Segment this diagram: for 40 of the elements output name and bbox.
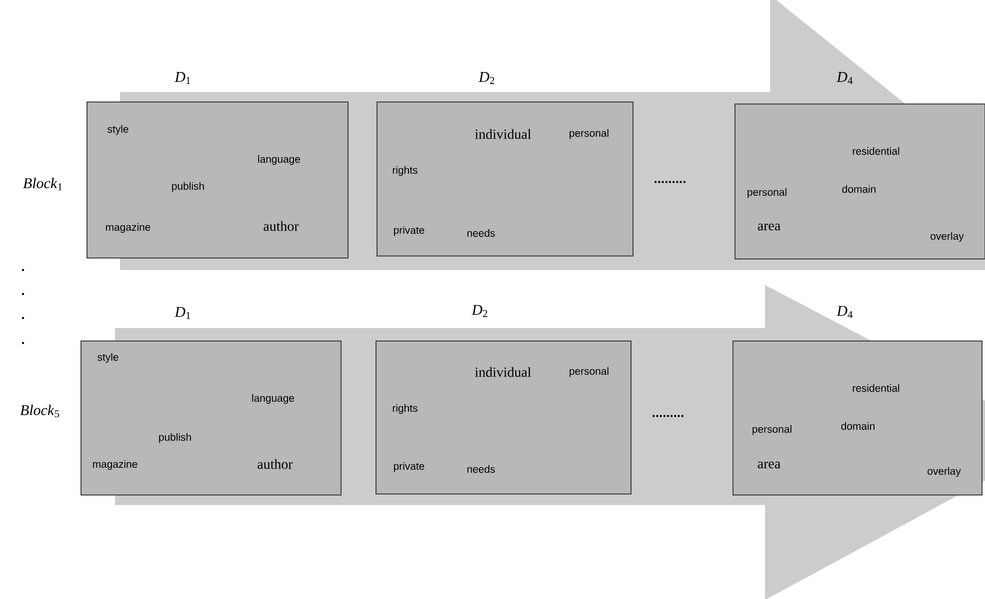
keyword: needs: [467, 465, 495, 473]
keyword: private: [394, 462, 424, 472]
keyword: individual: [475, 129, 532, 139]
keyword: publish: [172, 182, 204, 192]
keyword: needs: [467, 229, 495, 237]
keyword: style: [108, 125, 128, 135]
keyword: personal: [748, 188, 786, 198]
keyword: rights: [392, 404, 418, 414]
keyword: domain: [841, 422, 874, 430]
keyword: private: [394, 226, 424, 236]
keyword: magazine: [93, 460, 138, 470]
keyword: personal: [570, 367, 608, 377]
keyword: publish: [159, 433, 191, 443]
column-heading: D$_{1}$: [174, 307, 190, 319]
keyword: area: [758, 224, 780, 230]
row-label: Block$_{1}$: [23, 178, 62, 190]
keyword: personal: [752, 425, 792, 435]
column-heading: D$_{2}$: [478, 72, 494, 84]
keyword: language: [258, 155, 300, 165]
keyword: language: [252, 394, 294, 404]
keyword: domain: [842, 185, 876, 193]
column-heading: D$_{2}$: [472, 305, 488, 317]
column-heading: D$_{4}$: [836, 306, 853, 318]
keyword: rights: [392, 166, 418, 176]
keyword: style: [98, 353, 118, 363]
keyword: residential: [852, 147, 900, 155]
ellipsis: .........: [654, 181, 686, 183]
keyword: author: [264, 221, 299, 231]
column-heading: D$_{4}$: [836, 72, 853, 84]
keyword: individual: [475, 367, 532, 377]
keyword: area: [758, 462, 780, 468]
keyword: personal: [570, 129, 608, 139]
column-heading: D$_{1}$: [174, 72, 190, 84]
keyword: residential: [852, 384, 900, 392]
keyword: overlay: [928, 467, 961, 477]
keyword: overlay: [930, 232, 964, 242]
row-label: Block$_{5}$: [20, 404, 60, 418]
keyword: magazine: [106, 223, 150, 233]
ellipsis: .........: [652, 415, 684, 417]
keyword: author: [258, 459, 293, 469]
